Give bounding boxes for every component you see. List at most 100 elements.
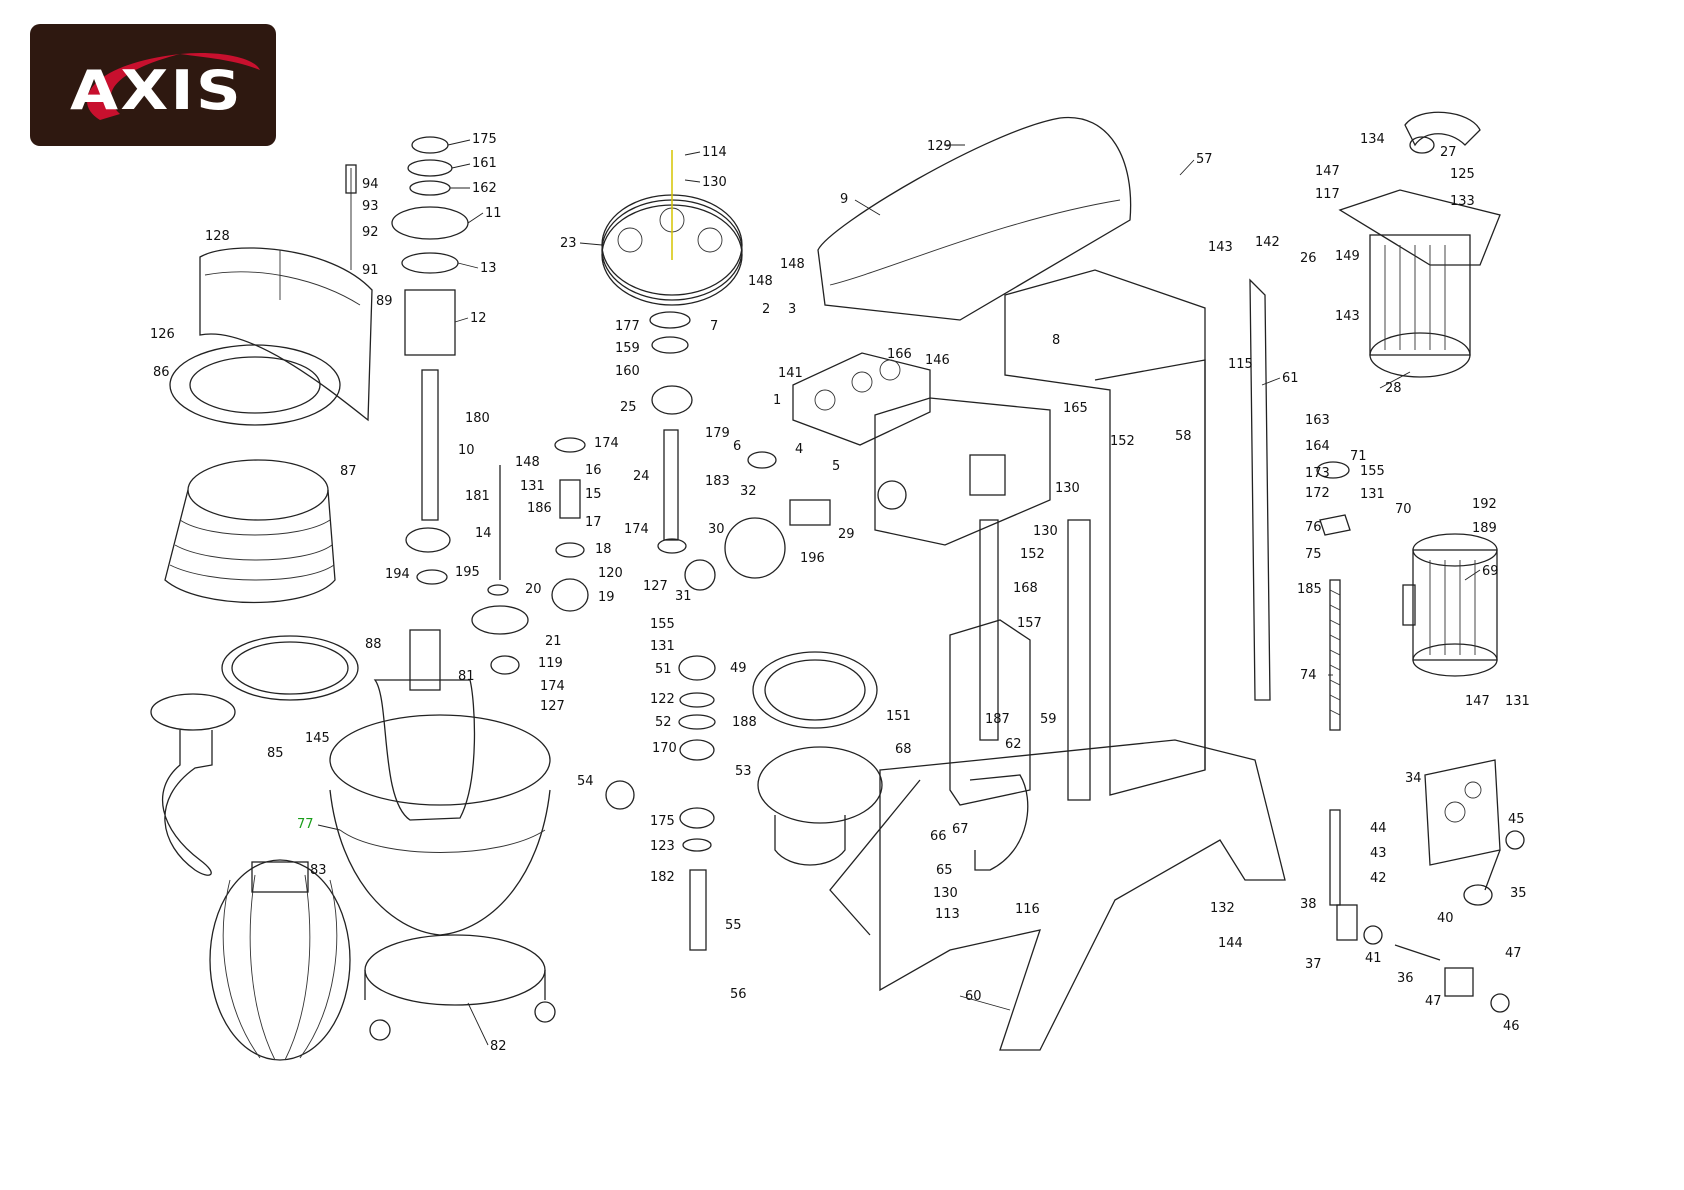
label-49: 49 xyxy=(730,661,747,676)
label-120: 120 xyxy=(598,566,623,581)
label-149: 149 xyxy=(1335,249,1360,264)
label-27: 27 xyxy=(1440,145,1457,160)
label-141: 141 xyxy=(778,366,803,381)
label-127b: 127 xyxy=(643,579,668,594)
main-motor xyxy=(1338,189,1501,378)
label-75: 75 xyxy=(1305,547,1322,562)
label-113: 113 xyxy=(935,907,960,922)
wire-bowl-guard xyxy=(164,459,336,604)
label-143a: 143 xyxy=(1208,240,1233,255)
label-130a: 130 xyxy=(702,175,727,190)
bowl-dolly xyxy=(364,934,556,1041)
label-94: 94 xyxy=(362,177,379,192)
label-18: 18 xyxy=(595,542,612,557)
label-81: 81 xyxy=(458,669,475,684)
label-133: 133 xyxy=(1450,194,1475,209)
label-174b: 174 xyxy=(540,679,565,694)
small-gear-54 xyxy=(605,780,635,810)
label-174c: 174 xyxy=(624,522,649,537)
label-74: 74 xyxy=(1300,668,1317,683)
label-7: 7 xyxy=(710,319,718,334)
label-16: 16 xyxy=(585,463,602,478)
label-122: 122 xyxy=(650,692,675,707)
base xyxy=(829,739,1286,1051)
gear-plate xyxy=(792,352,931,446)
label-25: 25 xyxy=(620,400,637,415)
label-131d: 131 xyxy=(1505,694,1530,709)
label-114: 114 xyxy=(702,145,727,160)
bowl-lift-bracket xyxy=(949,619,1031,871)
label-69: 69 xyxy=(1482,564,1499,579)
label-155a: 155 xyxy=(650,617,675,632)
label-151: 151 xyxy=(886,709,911,724)
label-179: 179 xyxy=(705,426,730,441)
label-173: 173 xyxy=(1305,466,1330,481)
logo-swoosh xyxy=(86,52,260,120)
label-37: 37 xyxy=(1305,957,1322,972)
label-31: 31 xyxy=(675,589,692,604)
lift-motor xyxy=(1402,533,1498,677)
label-115: 115 xyxy=(1228,357,1253,372)
label-131c: 131 xyxy=(1360,487,1385,502)
label-117: 117 xyxy=(1315,187,1340,202)
label-127a: 127 xyxy=(540,699,565,714)
interlock-assembly xyxy=(1336,904,1510,1013)
label-23: 23 xyxy=(560,236,577,251)
bowl-guard xyxy=(199,247,373,422)
label-12: 12 xyxy=(470,311,487,326)
label-9: 9 xyxy=(840,192,848,207)
dough-hook xyxy=(150,693,236,876)
label-10: 10 xyxy=(458,443,475,458)
label-180: 180 xyxy=(465,411,490,426)
label-126: 126 xyxy=(150,327,175,342)
label-30: 30 xyxy=(708,522,725,537)
label-14: 14 xyxy=(475,526,492,541)
label-83: 83 xyxy=(310,863,327,878)
label-4: 4 xyxy=(795,442,803,457)
label-56: 56 xyxy=(730,987,747,1002)
label-142: 142 xyxy=(1255,235,1280,250)
label-163: 163 xyxy=(1305,413,1330,428)
label-188: 188 xyxy=(732,715,757,730)
head-cover xyxy=(817,116,1132,321)
label-92: 92 xyxy=(362,225,379,240)
label-6: 6 xyxy=(733,439,741,454)
label-175: 175 xyxy=(472,132,497,147)
drive-pulley xyxy=(601,150,743,306)
lift-screw xyxy=(1316,461,1351,731)
label-19: 19 xyxy=(598,590,615,605)
ring-gear-and-housing xyxy=(752,651,883,866)
label-68: 68 xyxy=(895,742,912,757)
label-134: 134 xyxy=(1360,132,1385,147)
label-93: 93 xyxy=(362,199,379,214)
label-62: 62 xyxy=(1005,737,1022,752)
label-147a: 147 xyxy=(1315,164,1340,179)
label-130d: 130 xyxy=(933,886,958,901)
label-168: 168 xyxy=(1013,581,1038,596)
label-24: 24 xyxy=(633,469,650,484)
switch-parts xyxy=(1329,809,1525,906)
label-148b: 148 xyxy=(780,257,805,272)
label-55: 55 xyxy=(725,918,742,933)
label-130c: 130 xyxy=(1033,524,1058,539)
label-192: 192 xyxy=(1472,497,1497,512)
label-143b: 143 xyxy=(1335,309,1360,324)
label-195: 195 xyxy=(455,565,480,580)
label-162: 162 xyxy=(472,181,497,196)
motor-pulley-134 xyxy=(1404,111,1481,154)
label-11: 11 xyxy=(485,206,502,221)
label-47b: 47 xyxy=(1425,994,1442,1009)
label-3: 3 xyxy=(788,302,796,317)
label-51: 51 xyxy=(655,662,672,677)
label-8: 8 xyxy=(1052,333,1060,348)
label-116: 116 xyxy=(1015,902,1040,917)
label-29: 29 xyxy=(838,527,855,542)
label-57: 57 xyxy=(1196,152,1213,167)
label-185: 185 xyxy=(1297,582,1322,597)
label-47a: 47 xyxy=(1505,946,1522,961)
label-130b: 130 xyxy=(1055,481,1080,496)
label-172: 172 xyxy=(1305,486,1330,501)
label-70: 70 xyxy=(1395,502,1412,517)
label-155b: 155 xyxy=(1360,464,1385,479)
planetary-gear-stack xyxy=(678,655,716,951)
